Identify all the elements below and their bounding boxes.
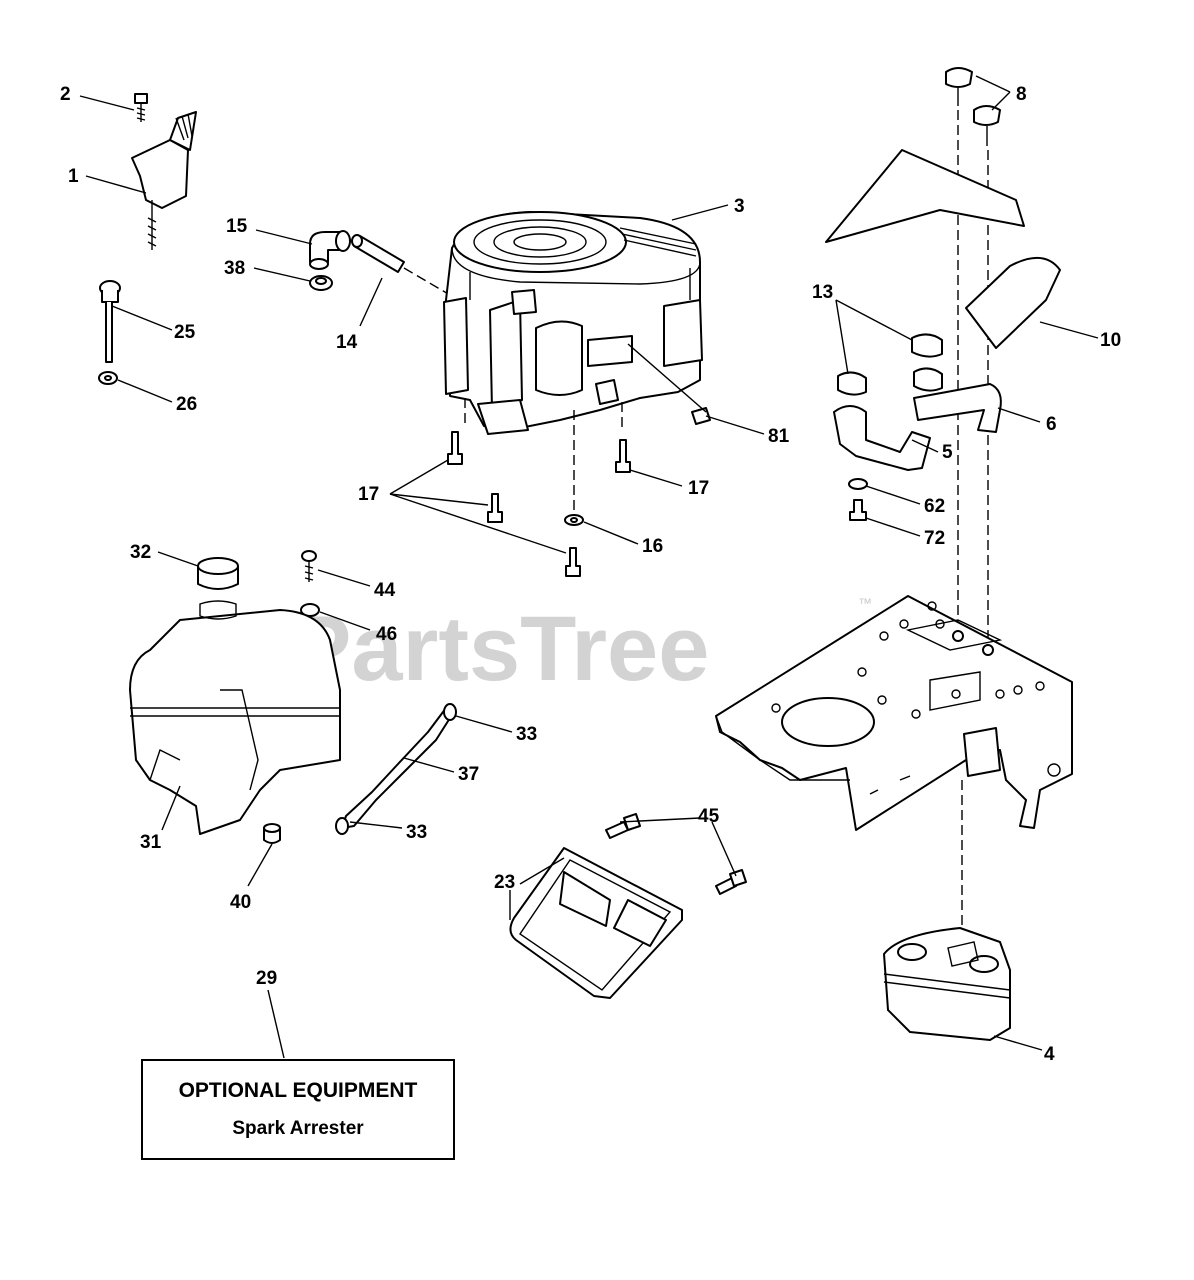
callout-46: 46	[376, 624, 397, 645]
callout-31: 31	[140, 832, 162, 853]
callout-15: 15	[226, 216, 248, 237]
trademark-mark: ™	[858, 595, 872, 611]
callout-25: 25	[174, 322, 196, 343]
washer-16	[564, 514, 584, 526]
callout-32: 32	[130, 542, 151, 563]
screw-44	[301, 550, 317, 582]
fuel-cap-32	[197, 557, 239, 590]
screw-2	[134, 93, 148, 122]
callout-6: 6	[1046, 414, 1057, 435]
leader-lines	[79, 75, 1099, 1059]
callout-2: 2	[60, 84, 71, 105]
callout-81: 81	[768, 426, 790, 447]
exhaust-pipe-5	[833, 405, 931, 471]
clamps-33	[335, 703, 457, 835]
heat-deflector-10	[825, 149, 1061, 349]
callout-5: 5	[942, 442, 953, 463]
gaskets-13	[837, 333, 943, 396]
callout-17-right: 17	[688, 478, 709, 499]
fuel-tank-31	[129, 600, 341, 835]
callout-23: 23	[494, 872, 515, 893]
callout-38: 38	[224, 258, 245, 279]
optional-equipment-box: OPTIONAL EQUIPMENT Spark Arrester	[141, 1059, 455, 1160]
callout-26: 26	[176, 394, 197, 415]
callout-14: 14	[336, 332, 358, 353]
callout-3: 3	[734, 196, 745, 217]
hose-37	[341, 707, 451, 829]
callout-33-bottom: 33	[406, 822, 427, 843]
callout-44: 44	[374, 580, 396, 601]
callout-40: 40	[230, 892, 251, 913]
bolts-17	[447, 431, 631, 577]
watermark: PartsTree	[290, 598, 709, 700]
callout-16: 16	[642, 536, 663, 557]
engine-frame	[715, 595, 1073, 831]
nut-38	[309, 275, 333, 291]
callout-17-left: 17	[358, 484, 379, 505]
heat-shield-23	[509, 847, 683, 999]
callout-1: 1	[68, 166, 79, 187]
screws-8	[945, 67, 1001, 146]
callout-37: 37	[458, 764, 479, 785]
washer-26	[98, 371, 118, 385]
callout-33-top: 33	[516, 724, 537, 745]
bolt-72	[849, 499, 867, 521]
callout-4: 4	[1044, 1044, 1055, 1065]
callout-72: 72	[924, 528, 945, 549]
elbow-fitting-15	[309, 230, 351, 270]
callout-10: 10	[1100, 330, 1121, 351]
exhaust-pipe-6	[913, 383, 1002, 433]
optional-equipment-title: OPTIONAL EQUIPMENT	[178, 1079, 418, 1102]
throttle-control	[131, 111, 197, 250]
callout-8: 8	[1016, 84, 1027, 105]
choke-knob-25	[99, 280, 121, 363]
spark-arrester-label: Spark Arrester	[232, 1118, 364, 1139]
washer-62	[848, 478, 868, 490]
callout-13: 13	[812, 282, 833, 303]
callout-45: 45	[698, 806, 720, 827]
engine-3	[443, 211, 703, 435]
callout-29: 29	[256, 968, 277, 989]
fuel-pipe-14	[351, 234, 405, 273]
muffler-4	[883, 927, 1011, 1041]
callout-labels: 2 1 3 8 10 13 6 5 62 72 81 15 38 14 25 2…	[60, 84, 1121, 1065]
grommet-40	[263, 823, 281, 844]
callout-62: 62	[924, 496, 945, 517]
